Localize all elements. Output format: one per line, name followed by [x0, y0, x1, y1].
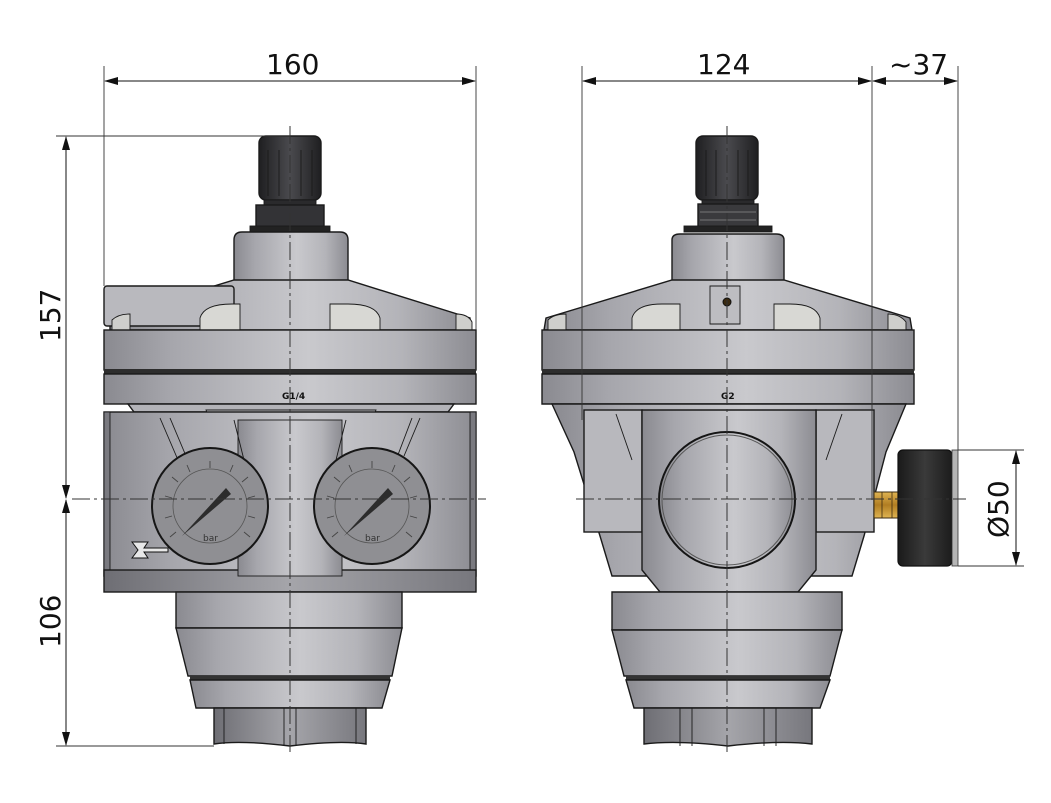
pressure-gauge-left: bar: [151, 447, 269, 565]
pressure-gauge-right: bar: [313, 447, 431, 565]
dimension-label-d50: Ø50: [982, 480, 1015, 538]
inlet-arrow-icon: [131, 541, 169, 559]
body-marking-g2: G2: [721, 392, 735, 402]
cover-slots: [111, 303, 473, 335]
dimension-label-124: 124: [697, 48, 750, 81]
dimension-label-157: 157: [34, 289, 67, 342]
dimension-label-160: 160: [266, 48, 319, 81]
dimension-gauge-protrusion: ~37: [872, 48, 959, 450]
gauge-unit-label: bar: [365, 534, 380, 544]
dimension-label-106: 106: [34, 595, 67, 648]
side-pressure-gauge: [873, 449, 959, 567]
side-view: G2: [541, 135, 959, 747]
dimension-side-width: 124: [581, 48, 873, 500]
gauge-unit-label: bar: [203, 534, 218, 544]
dimension-front-width: 160: [103, 48, 477, 330]
body-marking-g14: G1/4: [282, 392, 305, 402]
dimension-label-37: ~37: [889, 48, 948, 81]
dimension-gauge-diameter: Ø50: [958, 449, 1024, 567]
dimension-heights: 157 106: [34, 135, 290, 747]
adjustment-knob-side: [683, 135, 773, 233]
